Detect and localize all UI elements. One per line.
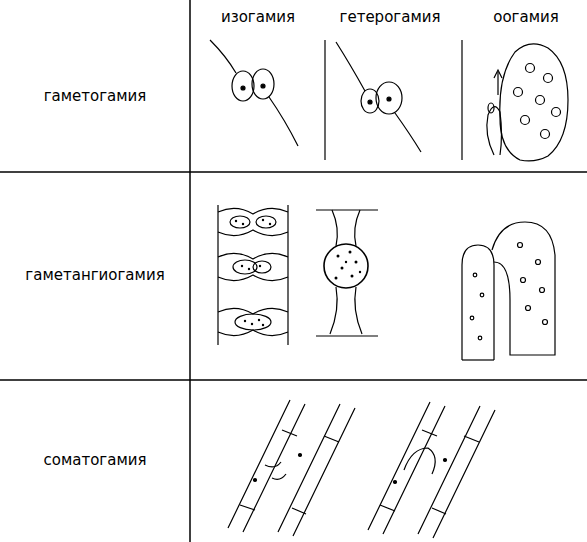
column-header: гетерогамия: [340, 8, 441, 26]
row-header: гаметангиогамия: [25, 266, 164, 284]
column-header: изогамия: [221, 8, 295, 26]
row-header: гаметогамия: [44, 87, 147, 105]
row-header: соматогамия: [43, 451, 146, 469]
column-header: оогамия: [493, 8, 559, 26]
